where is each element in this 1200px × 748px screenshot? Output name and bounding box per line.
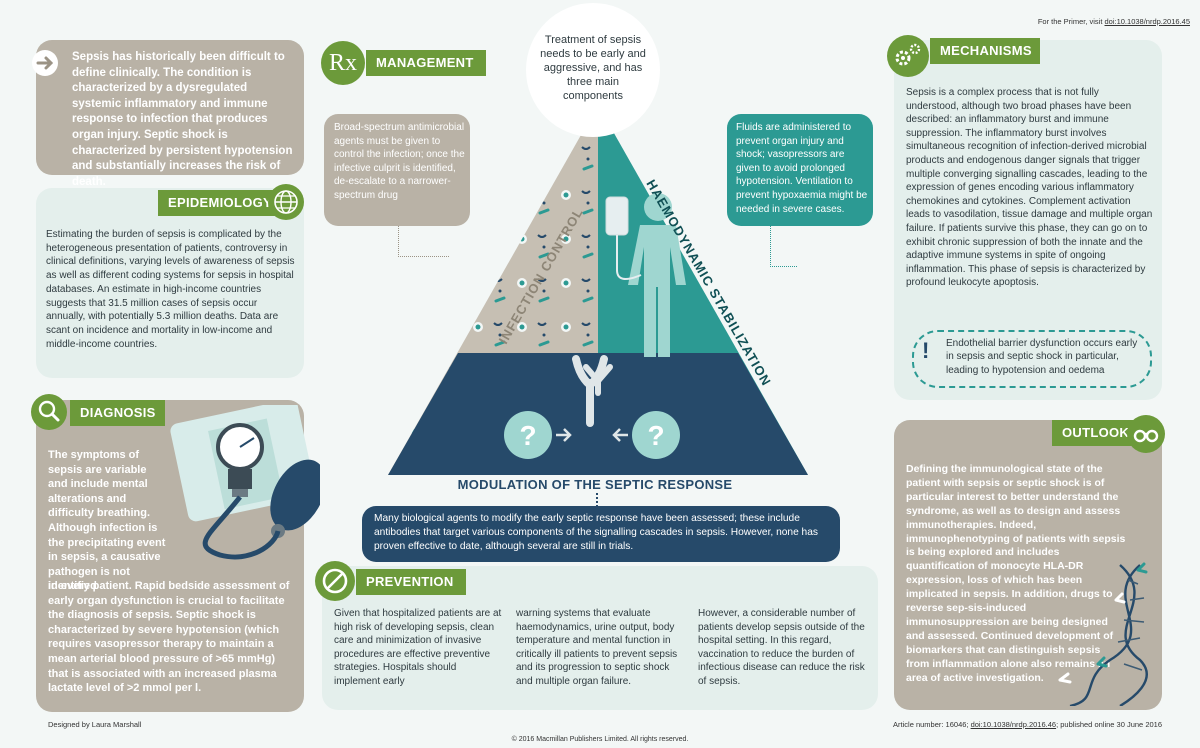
epidemiology-text: Estimating the burden of sepsis is compl… — [46, 229, 295, 350]
no-entry-icon — [314, 560, 356, 602]
infection-callout-connector — [398, 226, 449, 257]
diagnosis-text-narrow: The symptoms of sepsis are variable and … — [48, 449, 166, 593]
modulation-section — [388, 353, 808, 475]
haemodynamic-callout — [727, 114, 873, 226]
alert-box — [912, 330, 1152, 388]
mechanisms-title: MECHANISMS — [930, 38, 1040, 64]
rx-icon: Rx — [320, 40, 366, 86]
prevention-title: PREVENTION — [356, 569, 466, 595]
article-reference: Article number: 16046; doi:10.1038/nrdp.… — [860, 720, 1162, 729]
article-link[interactable]: doi:10.1038/nrdp.2016.46 — [970, 720, 1057, 729]
treatment-triangle: ? ? INFECTION CONTROL HAEMODYNAMIC STABI… — [388, 105, 808, 475]
alert-text: Endothelial barrier dysfunction occurs e… — [946, 338, 1138, 376]
antibody-top-icon — [583, 364, 613, 396]
prevention-col1: Given that hospitalized patients are at … — [334, 608, 502, 687]
epidemiology-panel: Estimating the burden of sepsis is compl… — [36, 188, 304, 378]
arrow-right-icon — [30, 48, 60, 78]
outlook-title: OUTLOOK — [1052, 420, 1140, 446]
prevention-col3: However, a considerable number of patien… — [698, 608, 865, 687]
question-mark-right: ? — [647, 420, 664, 451]
mechanisms-text: Sepsis is a complex process that is not … — [906, 87, 1153, 289]
primer-link[interactable]: doi:10.1038/nrdp.2016.45 — [1104, 17, 1191, 26]
primer-reference: For the Primer, visit doi:10.1038/nrdp.2… — [950, 17, 1190, 26]
patient-silhouette — [628, 193, 686, 357]
arrow-right-connector-icon — [612, 428, 628, 442]
dna-helix-illustration — [1040, 560, 1160, 708]
binoculars-icon — [1126, 414, 1166, 454]
arrow-left-connector-icon — [556, 428, 572, 442]
diagnosis-title: DIAGNOSIS — [70, 400, 165, 426]
haemodynamic-text: Fluids are administered to prevent organ… — [736, 122, 868, 215]
gears-icon — [886, 34, 930, 78]
copyright-notice: © 2016 Macmillan Publishers Limited. All… — [511, 736, 689, 743]
intro-panel: Sepsis has historically been difficult t… — [32, 40, 304, 188]
outlook-panel — [894, 420, 1162, 710]
haemodynamic-callout-connector — [770, 226, 797, 267]
epidemiology-title: EPIDEMIOLOGY — [158, 190, 283, 216]
globe-icon — [267, 183, 305, 221]
management-title: MANAGEMENT — [366, 50, 486, 76]
infection-control-callout — [324, 114, 470, 226]
question-circle-left — [504, 411, 552, 459]
article-suffix: ; published online 30 June 2016 — [1056, 720, 1162, 729]
intro-text: Sepsis has historically been difficult t… — [72, 51, 293, 188]
question-circle-right — [632, 411, 680, 459]
treatment-text: Treatment of sepsis needs to be early an… — [540, 34, 646, 102]
prevention-col2: warning systems that evaluate haemodynam… — [516, 608, 678, 687]
infection-control-text: Broad-spectrum antimicrobial agents must… — [334, 122, 465, 201]
diagnosis-text-wide: in every patient. Rapid bedside assessme… — [48, 580, 290, 695]
modulation-text: Many biological agents to modify the ear… — [374, 513, 818, 552]
magnifier-icon — [30, 393, 68, 431]
alert-icon: ! — [922, 338, 930, 363]
iv-drip-icon — [605, 196, 642, 280]
rx-glyph: Rx — [329, 50, 357, 76]
treatment-circle — [526, 3, 660, 137]
modulation-callout — [362, 506, 840, 562]
designer-credit: Designed by Laura Marshall — [48, 720, 142, 729]
primer-prefix: For the Primer, visit — [1037, 17, 1105, 26]
modulation-connector — [596, 493, 598, 507]
modulation-label: MODULATION OF THE SEPTIC RESPONSE — [457, 477, 733, 492]
article-prefix: Article number: 16046; — [893, 720, 971, 729]
outlook-text: Defining the immunological state of the … — [906, 463, 1126, 684]
question-mark-left: ? — [519, 420, 536, 451]
blood-pressure-monitor-illustration — [150, 399, 326, 565]
